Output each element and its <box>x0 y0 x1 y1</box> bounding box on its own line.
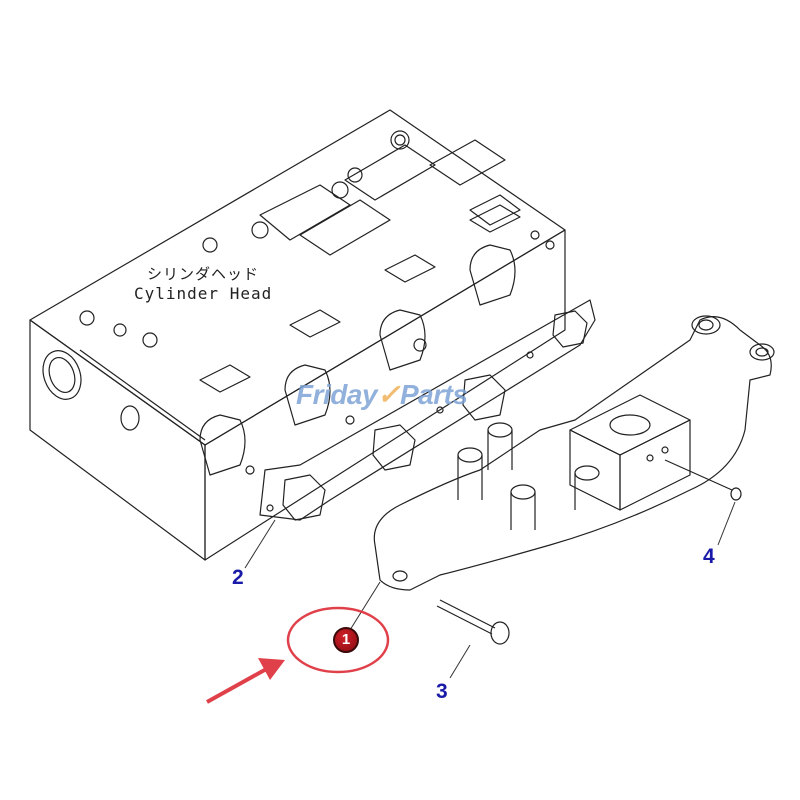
callout-2: 2 <box>232 566 244 589</box>
watermark-logo: Friday✓Parts <box>296 378 468 411</box>
callout-3: 3 <box>436 680 448 703</box>
watermark-right: Parts <box>400 379 468 410</box>
highlight-annotation <box>206 606 390 704</box>
part-label-japanese: シリンダヘッド <box>147 265 260 283</box>
stud <box>664 459 742 501</box>
bolt <box>436 599 510 645</box>
callout-4: 4 <box>703 545 715 568</box>
watermark-left: Friday <box>296 379 378 410</box>
checkmark-icon: ✓ <box>377 379 400 410</box>
manifold-gasket <box>259 299 596 521</box>
exhaust-manifold <box>373 315 775 591</box>
callout-badge-1: 1 <box>333 627 359 653</box>
part-label-english: Cylinder Head <box>134 284 273 303</box>
cylinder-head <box>29 109 566 561</box>
